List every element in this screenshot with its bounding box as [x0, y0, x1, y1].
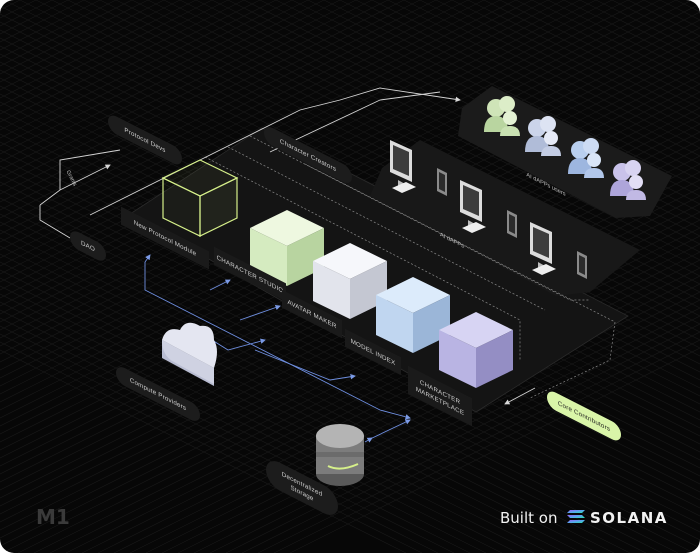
- pill-core-contributors[interactable]: Core Contributors: [547, 388, 621, 444]
- solana-wordmark: SOLANA: [590, 509, 668, 527]
- built-on-text: Built on: [500, 509, 557, 527]
- database-icon: [316, 424, 364, 486]
- cloud-icon: [162, 323, 217, 386]
- m1-logo: M1: [36, 505, 70, 529]
- pill-protocol-devs[interactable]: Protocol Devs: [108, 112, 182, 168]
- pill-compute-providers-label: Compute Providers: [130, 377, 187, 413]
- pill-dao[interactable]: DAO: [70, 228, 106, 264]
- solana-logo-icon: [567, 510, 585, 523]
